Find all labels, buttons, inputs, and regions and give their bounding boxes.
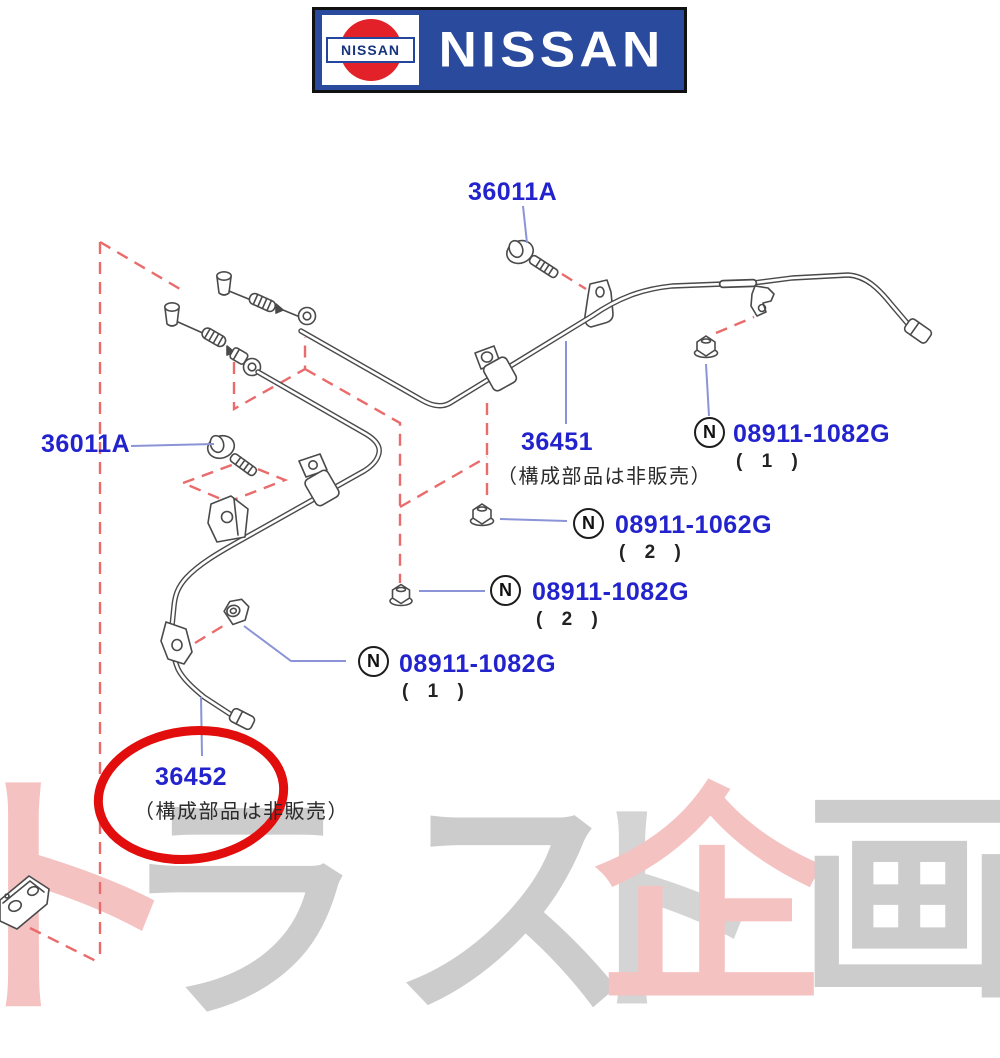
part-label-hardware-3: 08911-1082G (399, 650, 557, 678)
bolt-top (506, 239, 559, 279)
n-marker-circle: N (358, 646, 389, 677)
qty-hardware-1: ( 2 ) (619, 542, 688, 563)
part-label-bolt-left: 36011A (41, 430, 131, 458)
labels-layer: 36011A 36011A 36451 （構成部品は非販売） 36452 （構成… (41, 178, 891, 823)
cable-end-cylinder-lower (164, 301, 181, 327)
adjuster-nut-lower (229, 347, 249, 365)
watermark-char: ラ (118, 765, 368, 1056)
nissan-logo: NISSAN NISSAN (312, 7, 687, 93)
nissan-wordmark: NISSAN (419, 10, 684, 90)
part-label-hardware-0: 08911-1082G (733, 420, 891, 448)
n-marker-circle: N (490, 575, 521, 606)
nissan-emblem: NISSAN (322, 15, 419, 85)
adjuster-spring-lower (201, 327, 227, 348)
adjuster-spring-upper (248, 292, 277, 313)
nissan-emblem-text: NISSAN (341, 42, 400, 58)
cable-end-cap-lower (228, 707, 256, 731)
cable-clip-upper (275, 303, 284, 314)
cable-clamp-lower (298, 453, 340, 507)
left-bolt-bracket (207, 495, 249, 543)
watermark-char: ト (545, 781, 776, 1048)
nissan-emblem-bar: NISSAN (326, 37, 415, 63)
flange-nut-1082G-mid (389, 583, 413, 607)
part-label-bolt-top: 36011A (468, 178, 558, 206)
flange-nut-1062G (469, 503, 495, 527)
cable-clamp-upper (474, 345, 518, 392)
leader-lines (130, 205, 710, 757)
part-label-36451: 36451 (521, 428, 594, 456)
red-highlight-ellipse (93, 725, 289, 865)
watermark-char: ス (388, 766, 636, 1054)
part-label-hardware-1: 08911-1062G (615, 511, 773, 539)
flange-nut-1082G-left (223, 598, 250, 626)
construction-dash-lines (29, 240, 755, 965)
part-note-36451: （構成部品は非販売） (497, 466, 712, 488)
bolt-left (206, 434, 258, 477)
bottom-left-plate (0, 875, 50, 930)
part-label-hardware-2: 08911-1082G (532, 578, 690, 606)
watermark: ト ラ ス ト 企 画 (0, 768, 1000, 1036)
part-label-36452: 36452 (155, 763, 228, 791)
watermark-char: 企 (594, 765, 827, 1035)
qty-hardware-0: ( 1 ) (736, 451, 805, 472)
flange-nut-1082G-right (693, 335, 719, 359)
qty-hardware-2: ( 2 ) (536, 609, 605, 630)
qty-hardware-3: ( 1 ) (402, 681, 471, 702)
cable-tab-bracket-lower (160, 621, 193, 665)
cable-end-cylinder-upper (216, 270, 233, 296)
nissan-brand-text: NISSAN (438, 22, 665, 78)
parts-diagram-drawing (0, 205, 933, 965)
n-marker-circle: N (573, 508, 604, 539)
watermark-char: 画 (798, 769, 1000, 1030)
n-marker-circle: N (694, 417, 725, 448)
cable-end-cap-upper (903, 318, 933, 344)
hook-bracket (750, 285, 775, 317)
cable-assembly-drawing (0, 239, 933, 930)
part-note-36452: （構成部品は非販売） (134, 801, 349, 823)
